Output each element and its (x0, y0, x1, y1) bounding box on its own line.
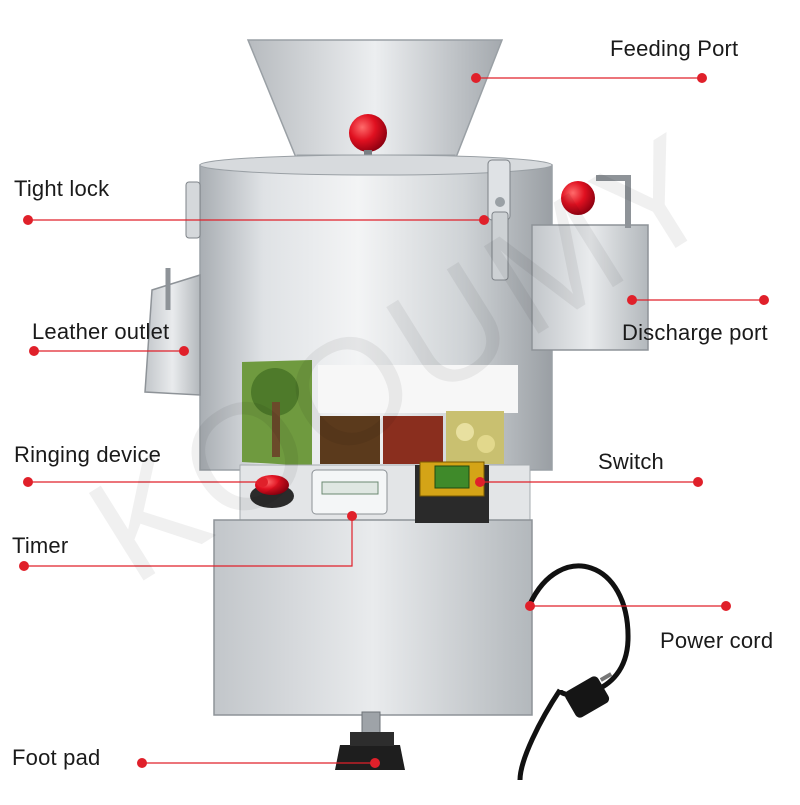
endpoint-foot-pad (137, 758, 147, 768)
power-cord (517, 563, 631, 781)
marker-tight-lock (479, 215, 489, 225)
endpoint-power-cord (721, 601, 731, 611)
marker-ringing-device (258, 477, 268, 487)
tight-lock-latch[interactable] (487, 159, 511, 281)
marker-power-cord (525, 601, 535, 611)
leader-lines (19, 73, 769, 768)
left-latch (185, 181, 201, 239)
marker-timer (347, 511, 357, 521)
leather-outlet-spout (144, 268, 201, 396)
timer-dial[interactable] (311, 469, 388, 515)
foot-pad (335, 711, 405, 770)
label-foot-pad: Foot pad (12, 745, 101, 770)
label-leather-outlet: Leather outlet (32, 319, 170, 344)
label-discharge-port: Discharge port (622, 320, 768, 345)
marker-leather-outlet (179, 346, 189, 356)
endpoint-tight-lock (23, 215, 33, 225)
power-switch[interactable] (415, 461, 489, 523)
label-switch: Switch (598, 449, 664, 474)
label-feeding-port: Feeding Port (610, 36, 739, 61)
marker-foot-pad (370, 758, 380, 768)
label-tight-lock: Tight lock (14, 176, 110, 201)
marker-discharge-port (627, 295, 637, 305)
label-timer: Timer (12, 533, 69, 558)
marker-switch (475, 477, 485, 487)
leader-timer (24, 516, 353, 567)
label-ringing-device: Ringing device (14, 442, 162, 467)
marker-feeding-port (471, 73, 481, 83)
endpoint-switch (693, 477, 703, 487)
endpoint-feeding-port (697, 73, 707, 83)
product-photo-panel (242, 360, 518, 466)
discharge-port-box (531, 175, 649, 351)
endpoint-timer (19, 561, 29, 571)
endpoint-leather-outlet (29, 346, 39, 356)
discharge-knob-icon[interactable] (561, 181, 595, 215)
endpoint-discharge-port (759, 295, 769, 305)
label-power-cord: Power cord (660, 628, 774, 653)
hopper-knob-icon[interactable] (349, 114, 387, 152)
endpoint-ringing-device (23, 477, 33, 487)
